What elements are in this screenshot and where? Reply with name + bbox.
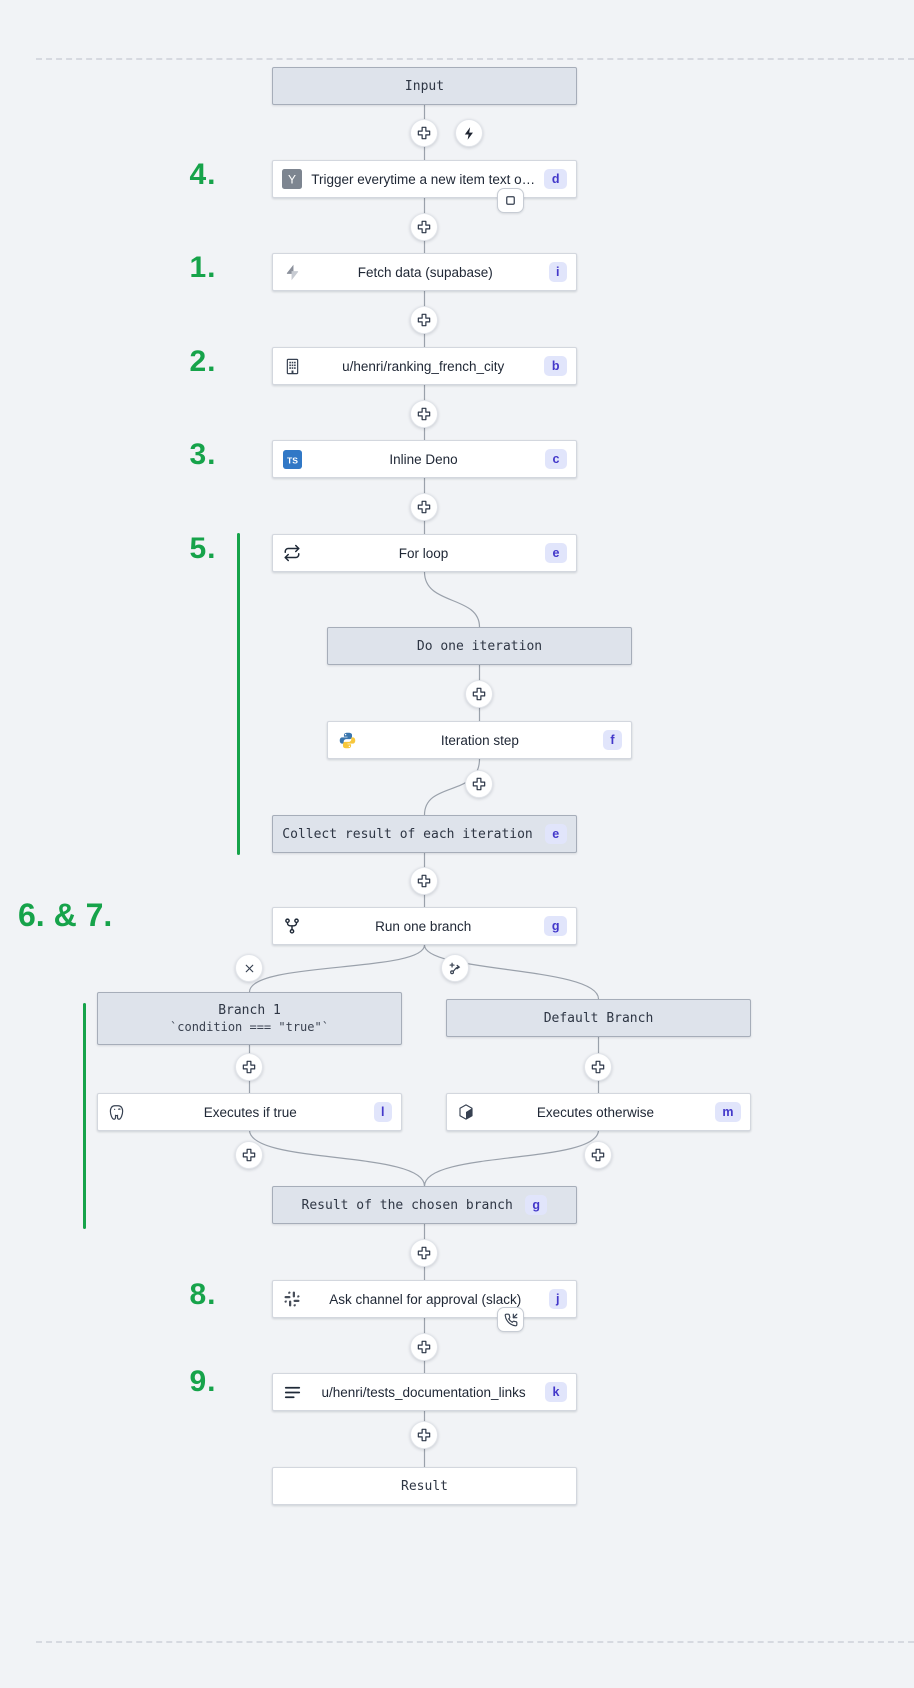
- step-id-badge: g: [544, 916, 567, 936]
- insert-step-button[interactable]: [410, 213, 438, 241]
- node-iteration-step[interactable]: Iteration step f: [327, 721, 632, 759]
- node-ranking-french-city[interactable]: u/henri/ranking_french_city b: [272, 347, 577, 385]
- node-fetch-data[interactable]: Fetch data (supabase) i: [272, 253, 577, 291]
- python-icon: [337, 730, 357, 750]
- insert-step-button[interactable]: [410, 867, 438, 895]
- node-executes-if-true[interactable]: Executes if true l: [97, 1093, 402, 1131]
- node-label: For loop: [398, 545, 449, 561]
- step-id-badge: j: [548, 1289, 567, 1309]
- step-id-badge: c: [545, 449, 567, 469]
- insert-step-button[interactable]: [410, 1421, 438, 1449]
- cube-icon: [456, 1102, 476, 1122]
- node-label: Fetch data (supabase): [357, 264, 493, 280]
- add-branch-button[interactable]: [441, 954, 469, 982]
- step-id-badge: i: [548, 262, 567, 282]
- step-id-badge: b: [544, 356, 567, 376]
- insert-step-button[interactable]: [465, 680, 493, 708]
- node-label: Do one iteration: [416, 638, 543, 654]
- step-id-badge: m: [714, 1102, 741, 1122]
- insert-step-button[interactable]: [410, 119, 438, 147]
- repeat-icon: [282, 543, 302, 563]
- node-label: Executes otherwise: [536, 1104, 654, 1120]
- insert-step-button[interactable]: [410, 1239, 438, 1267]
- node-label: Executes if true: [203, 1104, 297, 1120]
- canvas-top-boundary: [36, 58, 914, 60]
- node-label: u/henri/ranking_french_city: [342, 358, 505, 374]
- node-result-of-chosen-branch[interactable]: Result of the chosen branch g: [272, 1186, 577, 1224]
- node-branch-1[interactable]: Branch 1 `condition === "true"`: [97, 992, 402, 1045]
- annotation-number-8: 8.: [189, 1278, 217, 1311]
- node-label: Result of the chosen branch: [301, 1197, 513, 1213]
- annotation-number-6-and-7: 6. & 7.: [18, 897, 113, 933]
- node-run-one-branch[interactable]: Run one branch g: [272, 907, 577, 945]
- branch-fork-icon: [282, 916, 302, 936]
- annotation-number-4: 4.: [189, 158, 217, 191]
- node-label: Ask channel for approval (slack): [329, 1291, 522, 1307]
- trigger-bolt-button[interactable]: [455, 119, 483, 147]
- annotation-number-2: 2.: [189, 345, 217, 378]
- insert-step-button[interactable]: [410, 1333, 438, 1361]
- insert-step-button[interactable]: [584, 1141, 612, 1169]
- annotation-number-1: 1.: [189, 251, 217, 284]
- node-inline-deno[interactable]: TS Inline Deno c: [272, 440, 577, 478]
- step-id-badge: g: [524, 1195, 548, 1215]
- node-do-one-iteration[interactable]: Do one iteration: [327, 627, 632, 665]
- step-id-badge: l: [373, 1102, 392, 1122]
- node-label: Collect result of each iteration: [282, 826, 533, 842]
- node-default-branch[interactable]: Default Branch: [446, 999, 751, 1037]
- hackernews-y-icon: Y: [282, 169, 302, 189]
- typescript-icon: TS: [282, 449, 302, 469]
- annotation-number-9: 9.: [189, 1365, 217, 1398]
- node-trigger[interactable]: Y Trigger everytime a new item text o… d: [272, 160, 577, 198]
- node-label: Inline Deno: [389, 451, 458, 467]
- insert-step-button[interactable]: [235, 1053, 263, 1081]
- node-label: u/henri/tests_documentation_links: [321, 1384, 526, 1400]
- node-label: Result: [401, 1478, 448, 1494]
- node-label: Default Branch: [543, 1010, 654, 1026]
- step-id-badge: e: [545, 543, 567, 563]
- canvas-bottom-boundary: [36, 1641, 914, 1643]
- slack-icon: [282, 1289, 302, 1309]
- building-icon: [282, 356, 302, 376]
- svg-text:Y: Y: [288, 173, 296, 187]
- node-label: Branch 1: [218, 1003, 281, 1018]
- insert-step-button[interactable]: [235, 1141, 263, 1169]
- insert-step-button[interactable]: [410, 400, 438, 428]
- node-label: Trigger everytime a new item text o…: [311, 171, 536, 187]
- supabase-bolt-icon: [282, 262, 302, 282]
- step-id-badge: f: [602, 730, 622, 750]
- svg-text:TS: TS: [287, 455, 298, 465]
- insert-step-button[interactable]: [584, 1053, 612, 1081]
- annotation-bracket-loop: [237, 533, 240, 855]
- node-result[interactable]: Result: [272, 1467, 577, 1505]
- annotation-number-3: 3.: [189, 438, 217, 471]
- step-id-badge: e: [544, 824, 567, 844]
- step-id-badge: k: [545, 1382, 567, 1402]
- node-ask-channel-approval[interactable]: Ask channel for approval (slack) j: [272, 1280, 577, 1318]
- node-tests-documentation-links[interactable]: u/henri/tests_documentation_links k: [272, 1373, 577, 1411]
- early-stop-square-icon[interactable]: [497, 188, 524, 213]
- postgresql-icon: [107, 1102, 127, 1122]
- align-left-icon: [282, 1382, 302, 1402]
- insert-step-button[interactable]: [410, 306, 438, 334]
- insert-step-button[interactable]: [465, 770, 493, 798]
- branch-condition: `condition === "true"`: [170, 1020, 329, 1034]
- node-for-loop[interactable]: For loop e: [272, 534, 577, 572]
- phone-incoming-suspend-icon[interactable]: [497, 1307, 524, 1332]
- node-label: Input: [404, 78, 445, 94]
- remove-branch-button[interactable]: [235, 954, 263, 982]
- node-input[interactable]: Input: [272, 67, 577, 105]
- node-label: Run one branch: [375, 918, 472, 934]
- annotation-bracket-branches: [83, 1003, 86, 1229]
- node-collect-result[interactable]: Collect result of each iteration e: [272, 815, 577, 853]
- node-executes-otherwise[interactable]: Executes otherwise m: [446, 1093, 751, 1131]
- insert-step-button[interactable]: [410, 493, 438, 521]
- annotation-number-5: 5.: [189, 532, 217, 565]
- step-id-badge: d: [544, 169, 567, 189]
- node-label: Iteration step: [440, 732, 519, 748]
